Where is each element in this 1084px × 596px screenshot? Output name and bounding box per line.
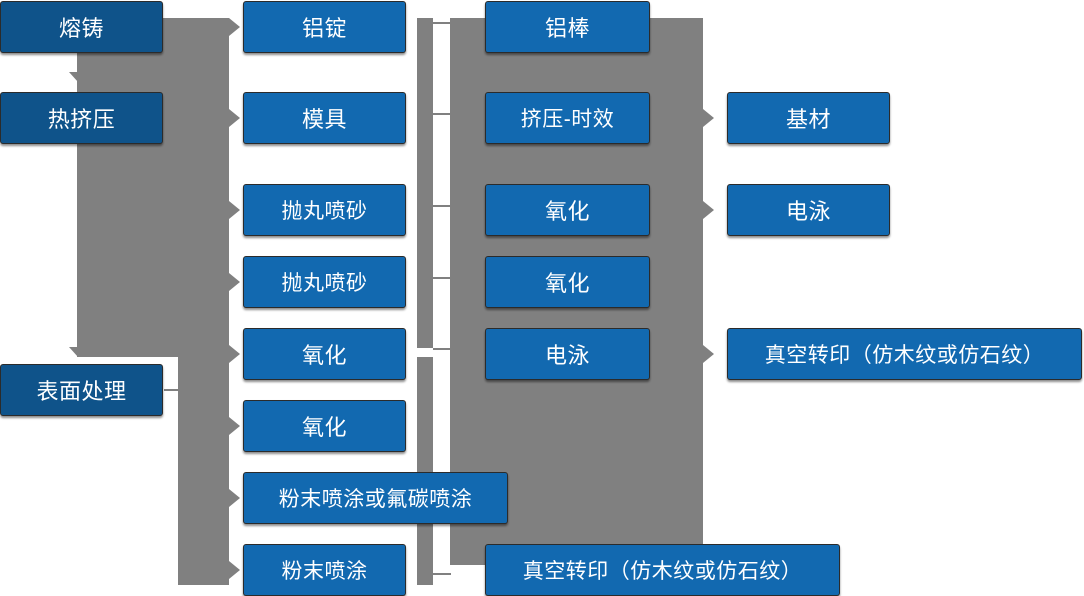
node-zhenkong-2[interactable]: 真空转印（仿木纹或仿石纹） xyxy=(727,328,1082,380)
connector-rail-upper xyxy=(417,18,433,348)
connector-trunk-lower xyxy=(178,357,229,585)
node-label: 模具 xyxy=(301,107,347,132)
node-label: 氧化 xyxy=(544,271,590,296)
node-dianyong-2[interactable]: 电泳 xyxy=(727,184,890,236)
arrow-to-fentu xyxy=(229,561,240,579)
node-label: 铝棒 xyxy=(544,16,590,41)
node-label: 真空转印（仿木纹或仿石纹） xyxy=(764,344,1045,367)
node-jicai[interactable]: 基材 xyxy=(727,92,890,144)
node-label: 电泳 xyxy=(544,343,590,368)
tick-line-5 xyxy=(433,348,451,350)
node-yanghua-2[interactable]: 氧化 xyxy=(243,400,406,452)
arrow-to-paowan-1 xyxy=(229,201,240,219)
node-fentu-fu[interactable]: 粉末喷涂或氟碳喷涂 xyxy=(243,472,508,524)
node-label: 氧化 xyxy=(544,199,590,224)
node-yanghua-4[interactable]: 氧化 xyxy=(485,256,650,308)
node-label: 表面处理 xyxy=(36,379,127,404)
arrow-to-dianyong-2 xyxy=(703,201,714,219)
node-yanghua-3[interactable]: 氧化 xyxy=(485,184,650,236)
node-label: 电泳 xyxy=(785,199,831,224)
node-label: 热挤压 xyxy=(47,107,116,132)
node-label: 抛丸喷砂 xyxy=(281,272,368,295)
node-label: 铝锭 xyxy=(301,16,347,41)
connector-stub-surface xyxy=(164,389,186,391)
tick-line-1 xyxy=(433,22,451,24)
node-label: 基材 xyxy=(785,107,831,132)
node-biaomian[interactable]: 表面处理 xyxy=(0,364,163,416)
tick-line-4 xyxy=(433,277,451,279)
tick-line-3 xyxy=(433,205,451,207)
node-jiya-shi[interactable]: 挤压-时效 xyxy=(485,92,650,144)
node-label: 挤压-时效 xyxy=(520,108,615,131)
connector-gap xyxy=(433,18,450,348)
connector-down-arrow-2 xyxy=(69,347,87,357)
arrow-to-yanghua-2 xyxy=(229,417,240,435)
node-label: 粉末喷涂或氟碳喷涂 xyxy=(278,488,473,511)
node-label: 熔铸 xyxy=(58,16,104,41)
arrow-to-muju xyxy=(229,109,240,127)
arrow-to-ludding xyxy=(229,18,240,36)
node-label: 氧化 xyxy=(301,415,347,440)
arrow-to-yanghua-1 xyxy=(229,345,240,363)
node-dianyong-1[interactable]: 电泳 xyxy=(485,328,650,380)
node-label: 真空转印（仿木纹或仿石纹） xyxy=(522,560,803,583)
arrow-to-jicai xyxy=(703,109,714,127)
arrow-to-paowan-2 xyxy=(229,273,240,291)
node-lubang[interactable]: 铝棒 xyxy=(485,1,650,53)
tick-line-2 xyxy=(433,113,451,115)
node-paowan-1[interactable]: 抛丸喷砂 xyxy=(243,184,406,236)
arrow-to-zhenkong-2 xyxy=(703,345,714,363)
node-muju[interactable]: 模具 xyxy=(243,92,406,144)
node-label: 粉末喷涂 xyxy=(281,560,368,583)
node-ludding[interactable]: 铝锭 xyxy=(243,1,406,53)
node-label: 抛丸喷砂 xyxy=(281,200,368,223)
node-fentu[interactable]: 粉末喷涂 xyxy=(243,544,406,596)
node-label: 氧化 xyxy=(301,343,347,368)
node-paowan-2[interactable]: 抛丸喷砂 xyxy=(243,256,406,308)
tick-line-6 xyxy=(433,573,451,575)
arrow-to-fentu-fu xyxy=(229,489,240,507)
node-yanghua-1[interactable]: 氧化 xyxy=(243,328,406,380)
connector-trunk-upper xyxy=(77,18,229,357)
node-rejiya[interactable]: 热挤压 xyxy=(0,92,163,144)
connector-down-arrow-1 xyxy=(69,72,87,82)
node-rongzhu[interactable]: 熔铸 xyxy=(0,1,163,53)
node-zhenkong-1[interactable]: 真空转印（仿木纹或仿石纹） xyxy=(485,544,840,596)
connector-rail-lower xyxy=(417,357,433,585)
connector-gap-lower xyxy=(433,357,450,585)
